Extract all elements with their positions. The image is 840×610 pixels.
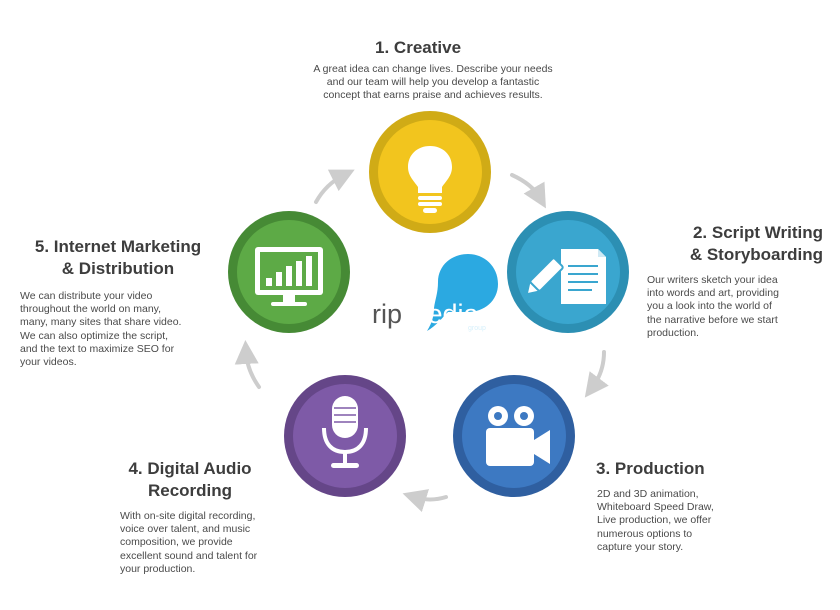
logo-media-text: media: [405, 299, 480, 329]
step-2-desc-line-2: into words and art, providing: [647, 287, 779, 300]
step-1-desc-line-3: concept that earns praise and achieves r…: [323, 89, 543, 102]
video-camera-icon: [486, 406, 550, 466]
step-5-number: 5.: [34, 237, 50, 256]
step-3-desc-line-4: numerous options to: [597, 527, 693, 540]
step-1-description: A great idea can change lives. Describe …: [290, 63, 576, 103]
step-5-title-line-1: Internet Marketing: [53, 237, 202, 256]
step-4-description: With on-site digital recording, voice ov…: [120, 510, 300, 576]
step-5-description: We can distribute your video throughout …: [20, 290, 220, 369]
arrow-production-to-audio: [402, 489, 448, 513]
step-3-title: 3. Production: [596, 458, 705, 480]
step-5-desc-line-5: and the text to maximize SEO for: [20, 342, 175, 355]
step-2-description: Our writers sketch your idea into words …: [647, 274, 827, 340]
monitor-chart-icon: [255, 247, 323, 306]
step-2-desc-line-4: the narrative before we start: [647, 313, 778, 326]
step-2-title: 2. Script Writing & Storyboarding: [640, 222, 823, 266]
step-2-desc-line-1: Our writers sketch your idea: [647, 274, 778, 286]
step-2-number: 2.: [692, 223, 708, 242]
step-3-desc-line-3: Live production, we offer: [597, 514, 712, 527]
step-2-desc-line-3: you a look into the world of: [647, 300, 772, 313]
lightbulb-icon: [408, 146, 452, 213]
document-pencil-icon: [525, 249, 606, 304]
step-1-desc-line-2: and our team will help you develop a fan…: [326, 76, 540, 89]
arrow-creative-to-script: [510, 173, 546, 209]
step-1-title: 1. Creative: [375, 37, 461, 59]
step-5-title-line-2: & Distribution: [61, 259, 175, 278]
step-3-desc-line-5: capture your story.: [597, 540, 684, 553]
marketing-circle: [224, 207, 354, 337]
step-5-desc-line-4: We can also optimize the script,: [20, 329, 169, 342]
step-5-desc-line-1: We can distribute your video: [20, 290, 153, 302]
step-2-title-line-1: Script Writing: [711, 223, 823, 242]
step-2-title-line-2: & Storyboarding: [689, 245, 823, 264]
step-4-title: 4. Digital Audio Recording: [110, 458, 270, 502]
step-4-title-line-1: Digital Audio: [147, 459, 252, 478]
script-writing-circle: [503, 207, 633, 337]
step-1-title-line-1: Creative: [393, 38, 462, 57]
logo-group-text: group: [468, 325, 486, 332]
step-3-desc-line-1: 2D and 3D animation,: [597, 488, 699, 500]
step-4-desc-line-5: your production.: [120, 562, 196, 575]
arrow-marketing-to-creative: [314, 169, 355, 204]
step-4-desc-line-1: With on-site digital recording,: [120, 510, 256, 522]
step-3-desc-line-2: Whiteboard Speed Draw,: [597, 501, 714, 514]
step-1-number: 1.: [375, 38, 390, 57]
step-4-number: 4.: [128, 459, 143, 478]
microphone-icon: [322, 396, 368, 468]
step-2-desc-line-5: production.: [647, 326, 699, 339]
production-circle: [449, 371, 579, 501]
logo-rip-text: rip: [372, 299, 402, 329]
step-5-title: 5. Internet Marketing & Distribution: [16, 236, 220, 280]
creative-circle: [365, 107, 495, 237]
step-4-desc-line-2: voice over talent, and music: [120, 523, 251, 536]
cycle-arrows: [234, 169, 609, 513]
audio-circle: [280, 371, 410, 501]
step-1-desc-line-1: A great idea can change lives. Describe …: [313, 63, 553, 75]
step-4-desc-line-3: composition, we provide: [120, 536, 233, 549]
arrow-script-to-production: [584, 350, 609, 398]
step-5-desc-line-6: your videos.: [20, 356, 77, 369]
step-3-title-line-1: Production: [614, 459, 705, 478]
step-3-number: 3.: [596, 459, 611, 478]
step-5-desc-line-2: throughout the world on many,: [20, 303, 162, 316]
arrow-audio-to-marketing: [234, 340, 261, 389]
step-4-desc-line-4: excellent sound and talent for: [120, 549, 258, 562]
step-5-desc-line-3: many, many sites that share video.: [20, 316, 182, 329]
step-3-description: 2D and 3D animation, Whiteboard Speed Dr…: [597, 488, 777, 554]
ripmedia-logo: rip media group: [372, 254, 498, 332]
step-4-title-line-2: Recording: [147, 481, 233, 500]
